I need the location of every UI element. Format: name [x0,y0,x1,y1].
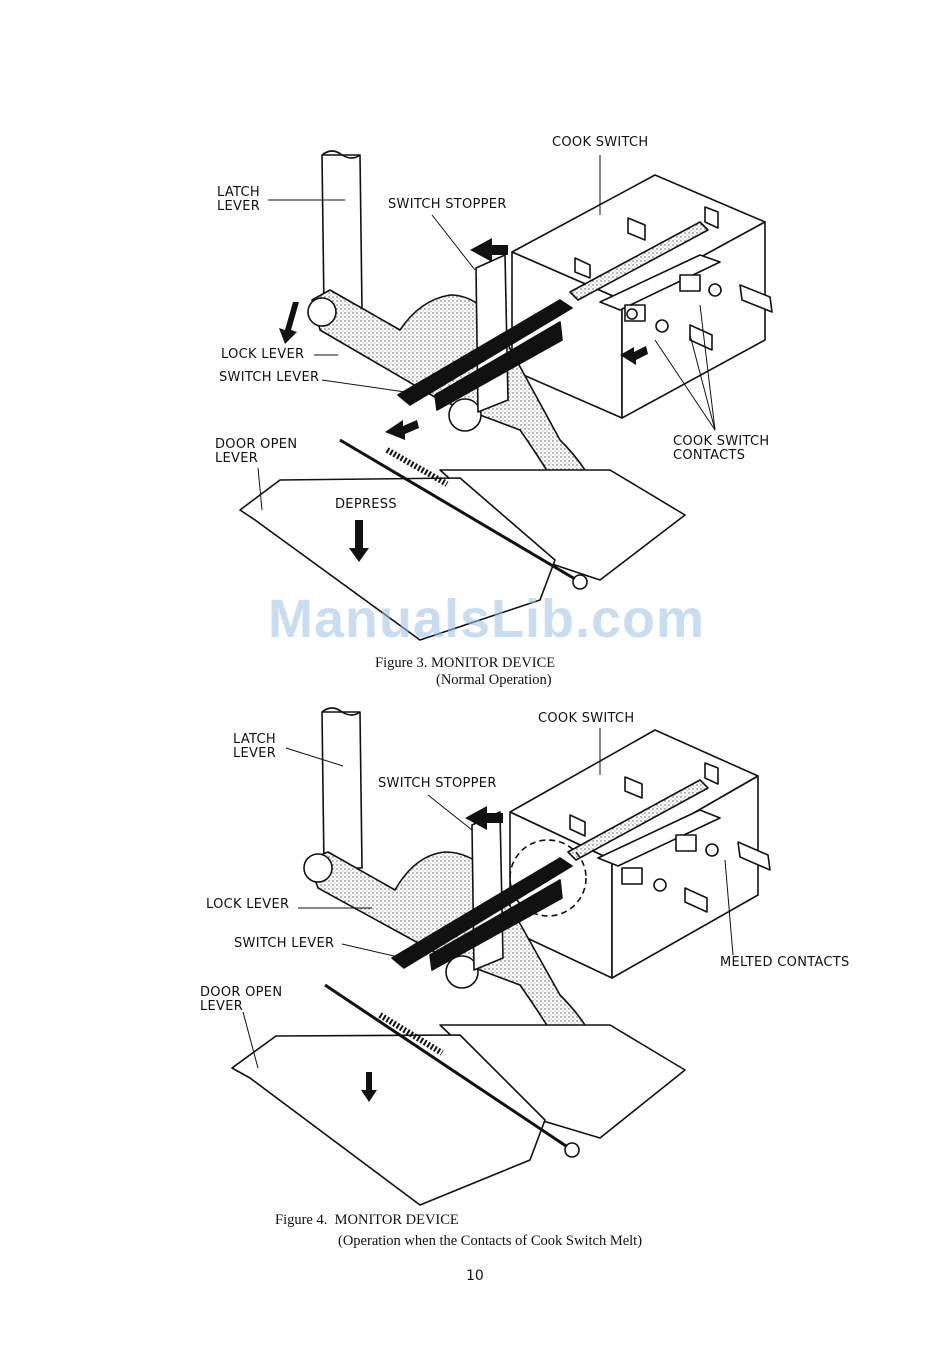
label-latch-lever: LATCH LEVER [233,732,277,761]
label-cook-switch: COOK SWITCH [538,711,635,726]
figure-3-caption-line2: (Normal Operation) [436,672,552,688]
label-switch-lever: SWITCH LEVER [219,370,320,385]
melted-contacts [569,762,771,913]
figure-4-caption-line2: (Operation when the Contacts of Cook Swi… [338,1233,643,1249]
label-cook-switch-contacts: COOK SWITCH CONTACTS [673,434,770,463]
label-switch-lever: SWITCH LEVER [234,936,335,951]
label-cook-switch: COOK SWITCH [552,135,649,150]
door-open-lever [239,438,588,641]
motion-arrows [361,806,503,1102]
label-latch-lever: LATCH LEVER [217,185,261,214]
figure-4-drawing [231,707,771,1206]
figure-4-caption-line1: Figure 4. MONITOR DEVICE [275,1212,459,1228]
figure-3-drawing [239,150,773,641]
cook-switch-contacts [574,206,773,351]
latch-lever [321,707,363,869]
leader-lines [257,155,716,511]
figure-3-caption-line1: Figure 3. MONITOR DEVICE [375,655,556,671]
label-switch-stopper: SWITCH STOPPER [388,197,507,212]
lock-lever [307,289,601,513]
label-lock-lever: LOCK LEVER [206,897,290,912]
leader-lines [242,728,734,1069]
label-switch-stopper: SWITCH STOPPER [378,776,497,791]
label-door-open-lever: DOOR OPEN LEVER [215,437,298,466]
label-melted-contacts: MELTED CONTACTS [720,955,850,970]
door-open-lever [231,983,580,1206]
watermark: ManualsLib.com [268,589,706,649]
page-number: 10 [466,1268,484,1284]
label-depress: DEPRESS [335,497,397,512]
label-door-open-lever: DOOR OPEN LEVER [200,985,283,1014]
latch-lever [321,150,363,311]
motion-arrows [279,238,648,562]
label-lock-lever: LOCK LEVER [221,347,305,362]
